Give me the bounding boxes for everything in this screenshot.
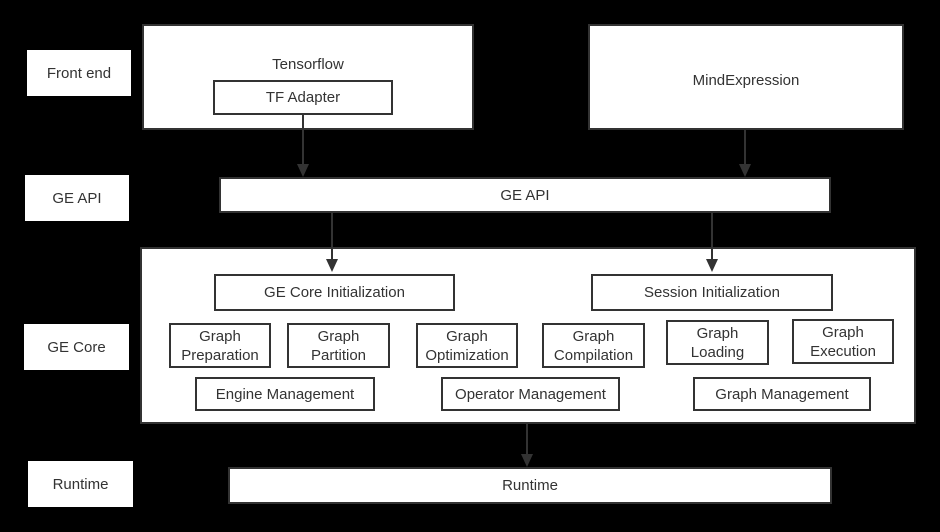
graph-loading-line2: Loading bbox=[690, 343, 745, 361]
runtime-bar-label: Runtime bbox=[502, 477, 558, 494]
graph-partition-box: Graph Partition bbox=[287, 323, 390, 368]
graph-loading-box: Graph Loading bbox=[666, 320, 769, 365]
graph-preparation-line2: Preparation bbox=[181, 346, 259, 364]
tf-adapter-box: TF Adapter bbox=[213, 80, 393, 115]
ge-core-box: GE Core Initialization Session Initializ… bbox=[140, 247, 916, 424]
session-initialization-label: Session Initialization bbox=[644, 284, 780, 301]
row-label-runtime: Runtime bbox=[28, 461, 133, 507]
graph-execution-box: Graph Execution bbox=[792, 319, 894, 364]
arrow-ge-core-to-runtime bbox=[521, 424, 533, 467]
graph-execution-line1: Graph bbox=[822, 323, 864, 341]
row-label-front-end: Front end bbox=[27, 50, 131, 96]
tf-adapter-label: TF Adapter bbox=[265, 89, 341, 106]
row-label-ge-api: GE API bbox=[25, 175, 129, 221]
ge-core-initialization-label: GE Core Initialization bbox=[264, 284, 405, 301]
graph-optimization-line2: Optimization bbox=[425, 346, 509, 364]
graph-management-box: Graph Management bbox=[693, 377, 871, 411]
engine-management-box: Engine Management bbox=[195, 377, 375, 411]
ge-api-bar-label: GE API bbox=[500, 186, 550, 204]
arrow-head-icon bbox=[521, 454, 533, 467]
operator-management-label: Operator Management bbox=[455, 385, 606, 403]
operator-management-box: Operator Management bbox=[441, 377, 620, 411]
arrow-line bbox=[744, 130, 746, 166]
graph-partition-line1: Graph bbox=[317, 327, 360, 345]
graph-compilation-box: Graph Compilation bbox=[542, 323, 645, 368]
graph-optimization-line1: Graph bbox=[446, 327, 488, 345]
arrow-head-icon bbox=[739, 164, 751, 177]
graph-loading-line1: Graph bbox=[696, 324, 739, 342]
row-label-ge-core-text: GE Core bbox=[47, 338, 106, 356]
graph-compilation-line2: Compilation bbox=[553, 346, 634, 364]
tensorflow-label: Tensorflow bbox=[272, 56, 344, 73]
graph-preparation-line1: Graph bbox=[199, 327, 241, 345]
graph-management-label: Graph Management bbox=[715, 385, 849, 403]
engine-management-label: Engine Management bbox=[215, 385, 355, 403]
graph-partition-line2: Partition bbox=[310, 346, 367, 364]
ge-api-bar: GE API bbox=[219, 177, 831, 213]
graph-execution-line2: Execution bbox=[810, 342, 876, 360]
graph-optimization-box: Graph Optimization bbox=[416, 323, 518, 368]
session-initialization-box: Session Initialization bbox=[591, 274, 833, 311]
mindexpression-box: MindExpression bbox=[588, 24, 904, 130]
mindexpression-label: MindExpression bbox=[692, 72, 800, 89]
row-label-ge-core: GE Core bbox=[24, 324, 129, 370]
arrow-head-icon bbox=[297, 164, 309, 177]
tensorflow-box: Tensorflow TF Adapter bbox=[142, 24, 474, 130]
runtime-bar: Runtime bbox=[228, 467, 832, 504]
arrow-line bbox=[526, 424, 528, 456]
ge-core-initialization-box: GE Core Initialization bbox=[214, 274, 455, 311]
graph-compilation-line1: Graph bbox=[572, 327, 615, 345]
row-label-front-end-text: Front end bbox=[46, 64, 112, 82]
graph-preparation-box: Graph Preparation bbox=[169, 323, 271, 368]
row-label-runtime-text: Runtime bbox=[52, 475, 109, 493]
arrow-mindexpression-to-ge-api bbox=[739, 130, 751, 177]
row-label-ge-api-text: GE API bbox=[52, 189, 102, 207]
